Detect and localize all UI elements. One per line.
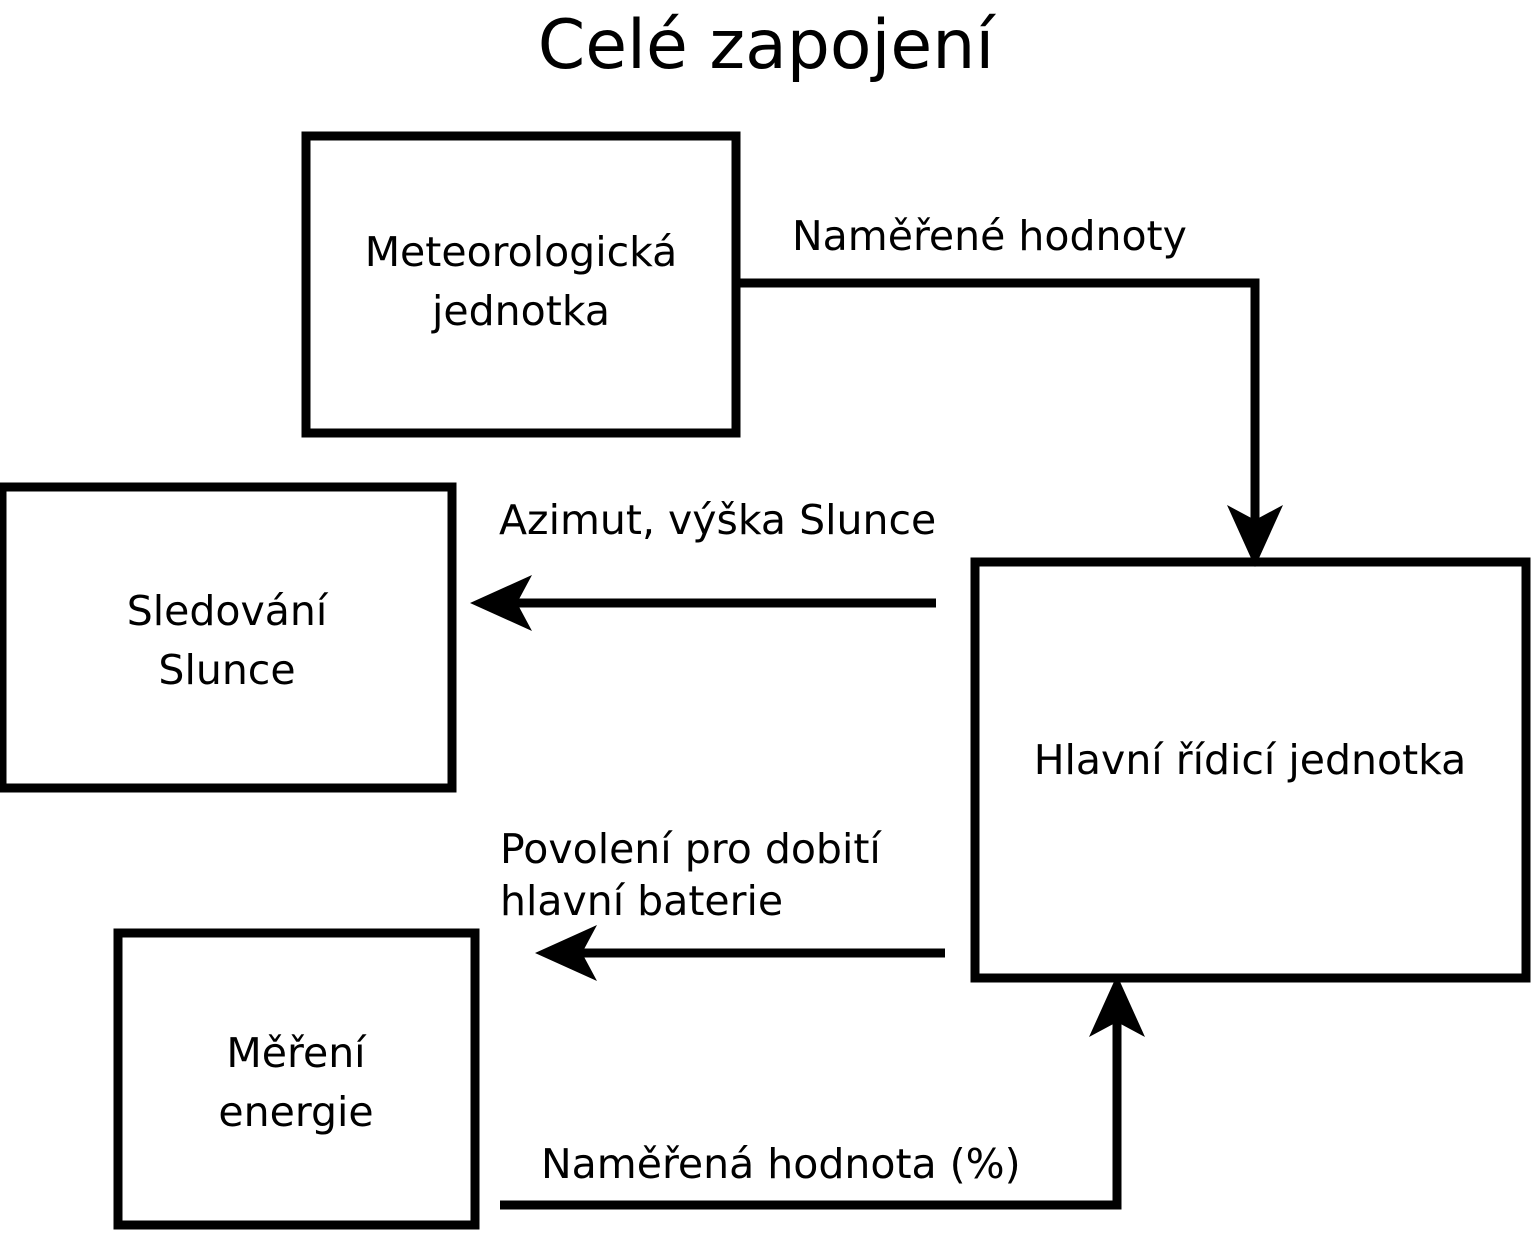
edge-meteo-to-controller-line bbox=[736, 278, 1260, 540]
edge-controller-to-tracking-arrowhead bbox=[470, 575, 532, 631]
edge-controller-to-energy-label-line2: hlavní baterie bbox=[500, 877, 783, 925]
node-sun-tracking[interactable]: Sledování Slunce bbox=[0, 482, 457, 793]
edge-meteo-to-controller-arrowhead bbox=[1227, 505, 1283, 567]
node-meteorological-unit[interactable]: Meteorologická jednotka bbox=[301, 131, 741, 438]
edge-energy-to-controller-line bbox=[500, 1000, 1122, 1210]
node-sun-tracking-label-line2: Slunce bbox=[158, 646, 295, 694]
edge-meteo-to-controller-label: Naměřené hodnoty bbox=[792, 212, 1187, 260]
node-energy-measurement[interactable]: Měření energie bbox=[113, 928, 480, 1230]
edge-controller-to-energy-label-line1: Povolení pro dobití bbox=[500, 825, 882, 873]
edge-controller-to-energy: Povolení pro dobití hlavní baterie bbox=[500, 825, 945, 981]
node-energy-measurement-box bbox=[113, 928, 480, 1230]
node-main-control-unit-label-line1: Hlavní řídicí jednotka bbox=[1034, 736, 1467, 784]
node-meteorological-unit-label-line1: Meteorologická bbox=[365, 228, 678, 276]
node-meteorological-unit-label-line2: jednotka bbox=[431, 287, 610, 335]
edge-controller-to-tracking: Azimut, výška Slunce bbox=[470, 496, 936, 631]
edge-energy-to-controller-arrowhead bbox=[1089, 975, 1145, 1037]
edge-controller-to-tracking-label: Azimut, výška Slunce bbox=[499, 496, 936, 544]
edge-controller-to-energy-arrowhead bbox=[535, 925, 597, 981]
node-meteorological-unit-box bbox=[301, 131, 741, 438]
edge-energy-to-controller: Naměřená hodnota (%) bbox=[500, 975, 1145, 1210]
node-main-control-unit-box bbox=[970, 557, 1531, 983]
edge-energy-to-controller-label: Naměřená hodnota (%) bbox=[541, 1140, 1021, 1188]
node-sun-tracking-label-line1: Sledování bbox=[127, 587, 329, 635]
node-energy-measurement-label-line2: energie bbox=[218, 1088, 373, 1136]
page-title: Celé zapojení bbox=[538, 6, 997, 85]
node-main-control-unit[interactable]: Hlavní řídicí jednotka bbox=[970, 557, 1531, 983]
node-sun-tracking-box bbox=[0, 482, 457, 793]
edge-meteo-to-controller: Naměřené hodnoty bbox=[736, 212, 1283, 567]
node-energy-measurement-label-line1: Měření bbox=[226, 1029, 367, 1077]
